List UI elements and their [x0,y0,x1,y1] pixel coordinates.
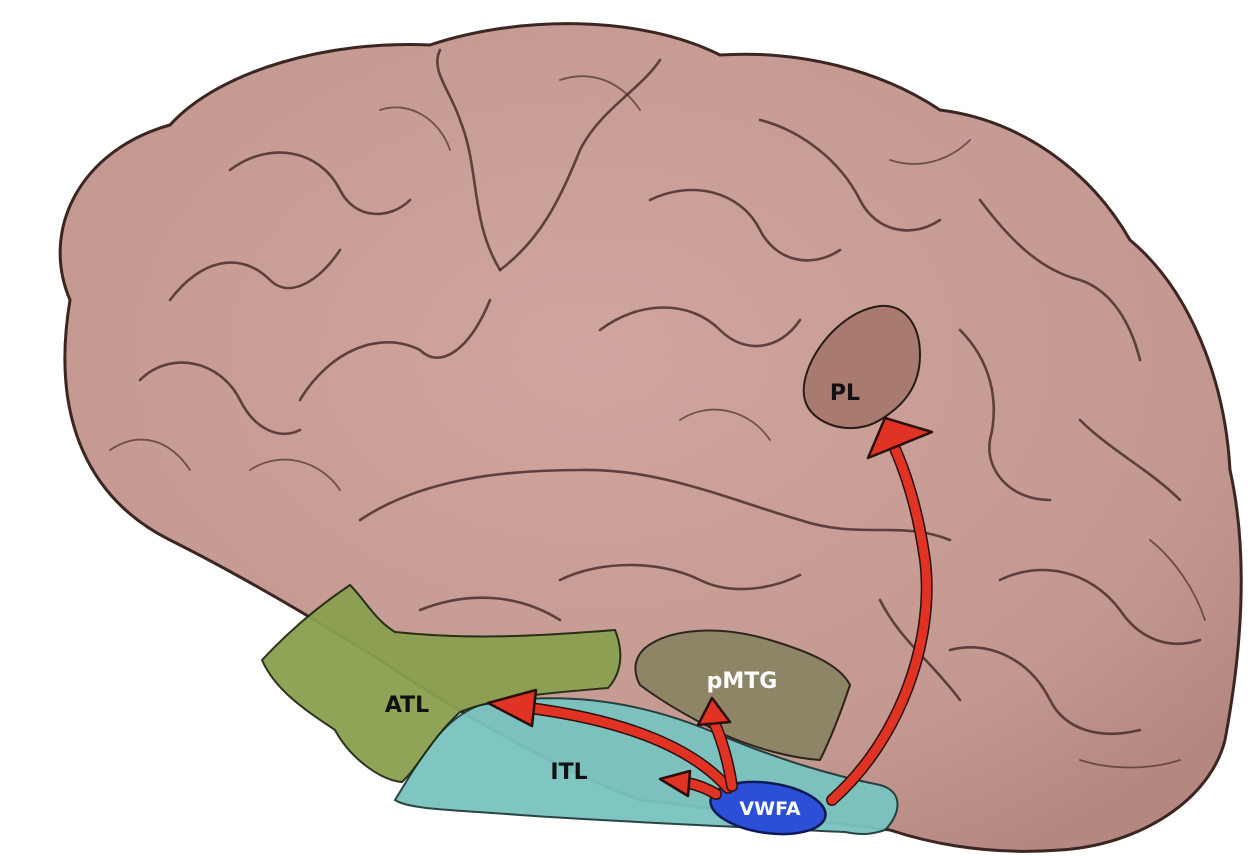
pmtg-region [634,629,852,762]
brain-sulci [109,48,1206,769]
atl-label: ATL [385,693,429,718]
vwfa-region [709,780,827,836]
arrow-vwfa-to-atl [486,688,734,794]
arrow-vwfa-to-itl [658,769,722,800]
atl-region [260,583,622,784]
pmtg-label: pMTG [707,669,778,694]
itl-label: ITL [550,760,587,785]
vwfa-label: VWFA [739,798,800,820]
pl-region [802,304,922,430]
arrow-vwfa-to-pmtg [696,696,738,792]
pl-label: PL [830,381,860,406]
arrow-vwfa-to-pl [826,416,934,806]
